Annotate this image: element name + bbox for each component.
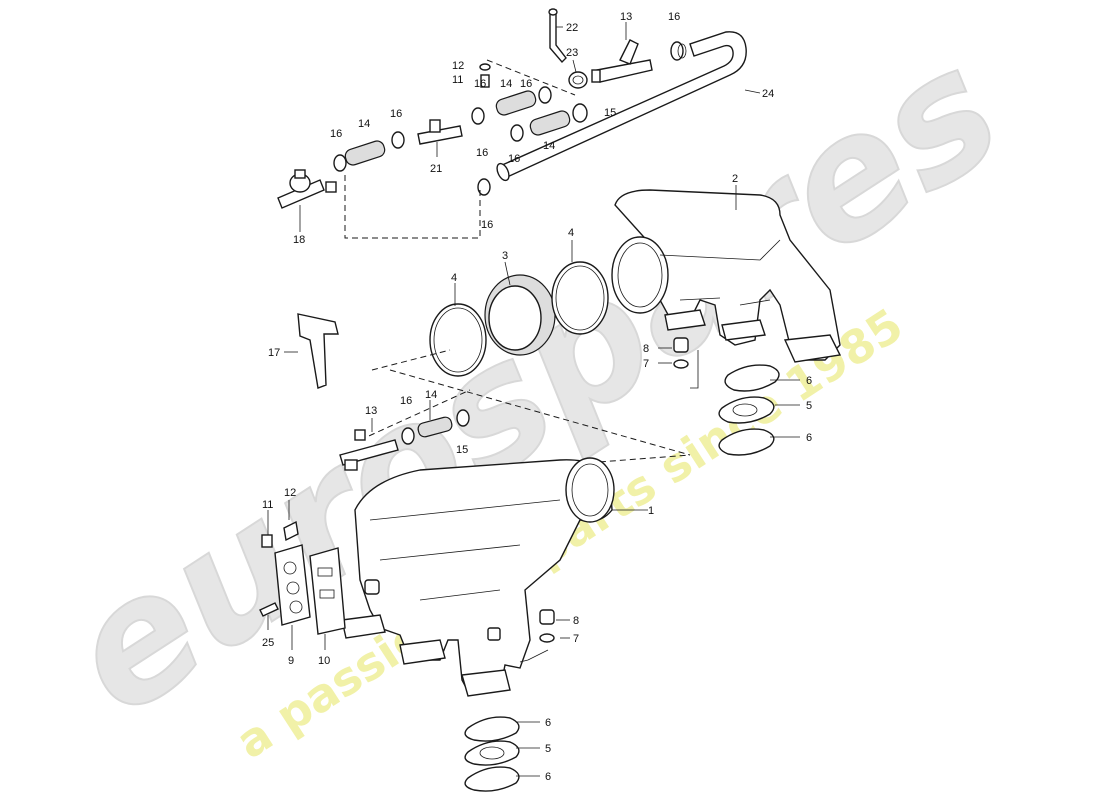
callout-6a: 6 xyxy=(806,375,812,387)
hose-14-a xyxy=(495,90,537,116)
callout-6c: 6 xyxy=(545,717,551,729)
clamp-16-a xyxy=(333,154,347,172)
hose-24 xyxy=(499,31,747,179)
callout-18: 18 xyxy=(293,234,305,246)
callout-8a: 8 xyxy=(643,343,649,355)
callout-2: 2 xyxy=(732,173,738,185)
callout-25: 25 xyxy=(262,637,274,649)
callout-16d: 16 xyxy=(520,78,532,90)
hose-clamps-4 xyxy=(429,261,609,377)
callout-5b: 5 xyxy=(545,743,551,755)
callout-3: 3 xyxy=(502,250,508,262)
callout-22: 22 xyxy=(566,22,578,34)
callout-21: 21 xyxy=(430,163,442,175)
callout-16i: 16 xyxy=(400,395,412,407)
callout-6d: 6 xyxy=(545,771,551,783)
guide-lines-upper xyxy=(344,59,576,239)
bolt-11-top xyxy=(480,74,490,88)
callout-14d: 14 xyxy=(425,389,437,401)
callout-12b: 12 xyxy=(284,487,296,499)
callout-14b: 14 xyxy=(500,78,512,90)
callout-16f: 16 xyxy=(508,153,520,165)
clamp-23 xyxy=(568,71,588,89)
clamp-16-c xyxy=(471,107,485,125)
hose-14-c xyxy=(344,140,386,166)
callout-8b: 8 xyxy=(573,615,579,627)
fasteners-lower xyxy=(259,520,299,617)
callout-10: 10 xyxy=(318,655,330,667)
callout-15b: 15 xyxy=(456,444,468,456)
leader-lines xyxy=(267,22,800,777)
callout-4a: 4 xyxy=(568,227,574,239)
clamp-16-top xyxy=(670,41,684,61)
callout-1: 1 xyxy=(648,505,654,517)
t-piece-21 xyxy=(417,125,463,145)
clamp-15-top xyxy=(572,103,588,123)
bracket-22 xyxy=(549,9,567,64)
callout-12a: 12 xyxy=(452,60,464,72)
gaskets-9-10 xyxy=(274,544,346,635)
callout-16a: 16 xyxy=(330,128,342,140)
callout-16g: 16 xyxy=(481,219,493,231)
lower-hose-assembly xyxy=(339,409,470,471)
hose-24-end xyxy=(496,162,510,182)
callout-6b: 6 xyxy=(806,432,812,444)
clamp-16-f xyxy=(477,178,491,196)
callout-14a: 14 xyxy=(358,118,370,130)
clamp-16-d xyxy=(510,124,524,142)
callout-24: 24 xyxy=(762,88,774,100)
callout-13b: 13 xyxy=(365,405,377,417)
bushing-washer-upper xyxy=(673,337,699,389)
clamp-16-b xyxy=(391,131,405,149)
callout-11b: 11 xyxy=(262,499,273,511)
callout-16e: 16 xyxy=(476,147,488,159)
gaskets-upper xyxy=(718,364,780,456)
lower-manifold-1 xyxy=(341,457,615,697)
t-connector-13-top xyxy=(596,59,653,83)
callout-16c: 16 xyxy=(474,78,486,90)
callout-4b: 4 xyxy=(451,272,457,284)
bushing-washer-lower xyxy=(519,609,555,663)
callout-9: 9 xyxy=(288,655,294,667)
callout-17: 17 xyxy=(268,347,280,359)
gaskets-lower xyxy=(464,716,520,792)
callout-15a: 15 xyxy=(604,107,616,119)
callout-11a: 11 xyxy=(452,74,463,86)
callout-23: 23 xyxy=(566,47,578,59)
callout-16h: 16 xyxy=(668,11,680,23)
intake-ring-3 xyxy=(484,274,556,356)
callout-5a: 5 xyxy=(806,400,812,412)
top-hose-assembly xyxy=(277,8,747,209)
clamp-16-e xyxy=(538,86,552,104)
callout-14c: 14 xyxy=(543,140,555,152)
upper-manifold-2 xyxy=(611,189,842,363)
callout-7a: 7 xyxy=(643,358,649,370)
hose-14-b xyxy=(529,110,571,136)
washer-12-top xyxy=(479,63,491,71)
callout-7b: 7 xyxy=(573,633,579,645)
callout-labels: 1 2 3 4 4 5 5 6 6 6 6 7 7 8 8 9 10 11 11… xyxy=(262,11,812,783)
callout-13a: 13 xyxy=(620,11,632,23)
bracket-17 xyxy=(297,313,339,389)
callout-16b: 16 xyxy=(390,108,402,120)
